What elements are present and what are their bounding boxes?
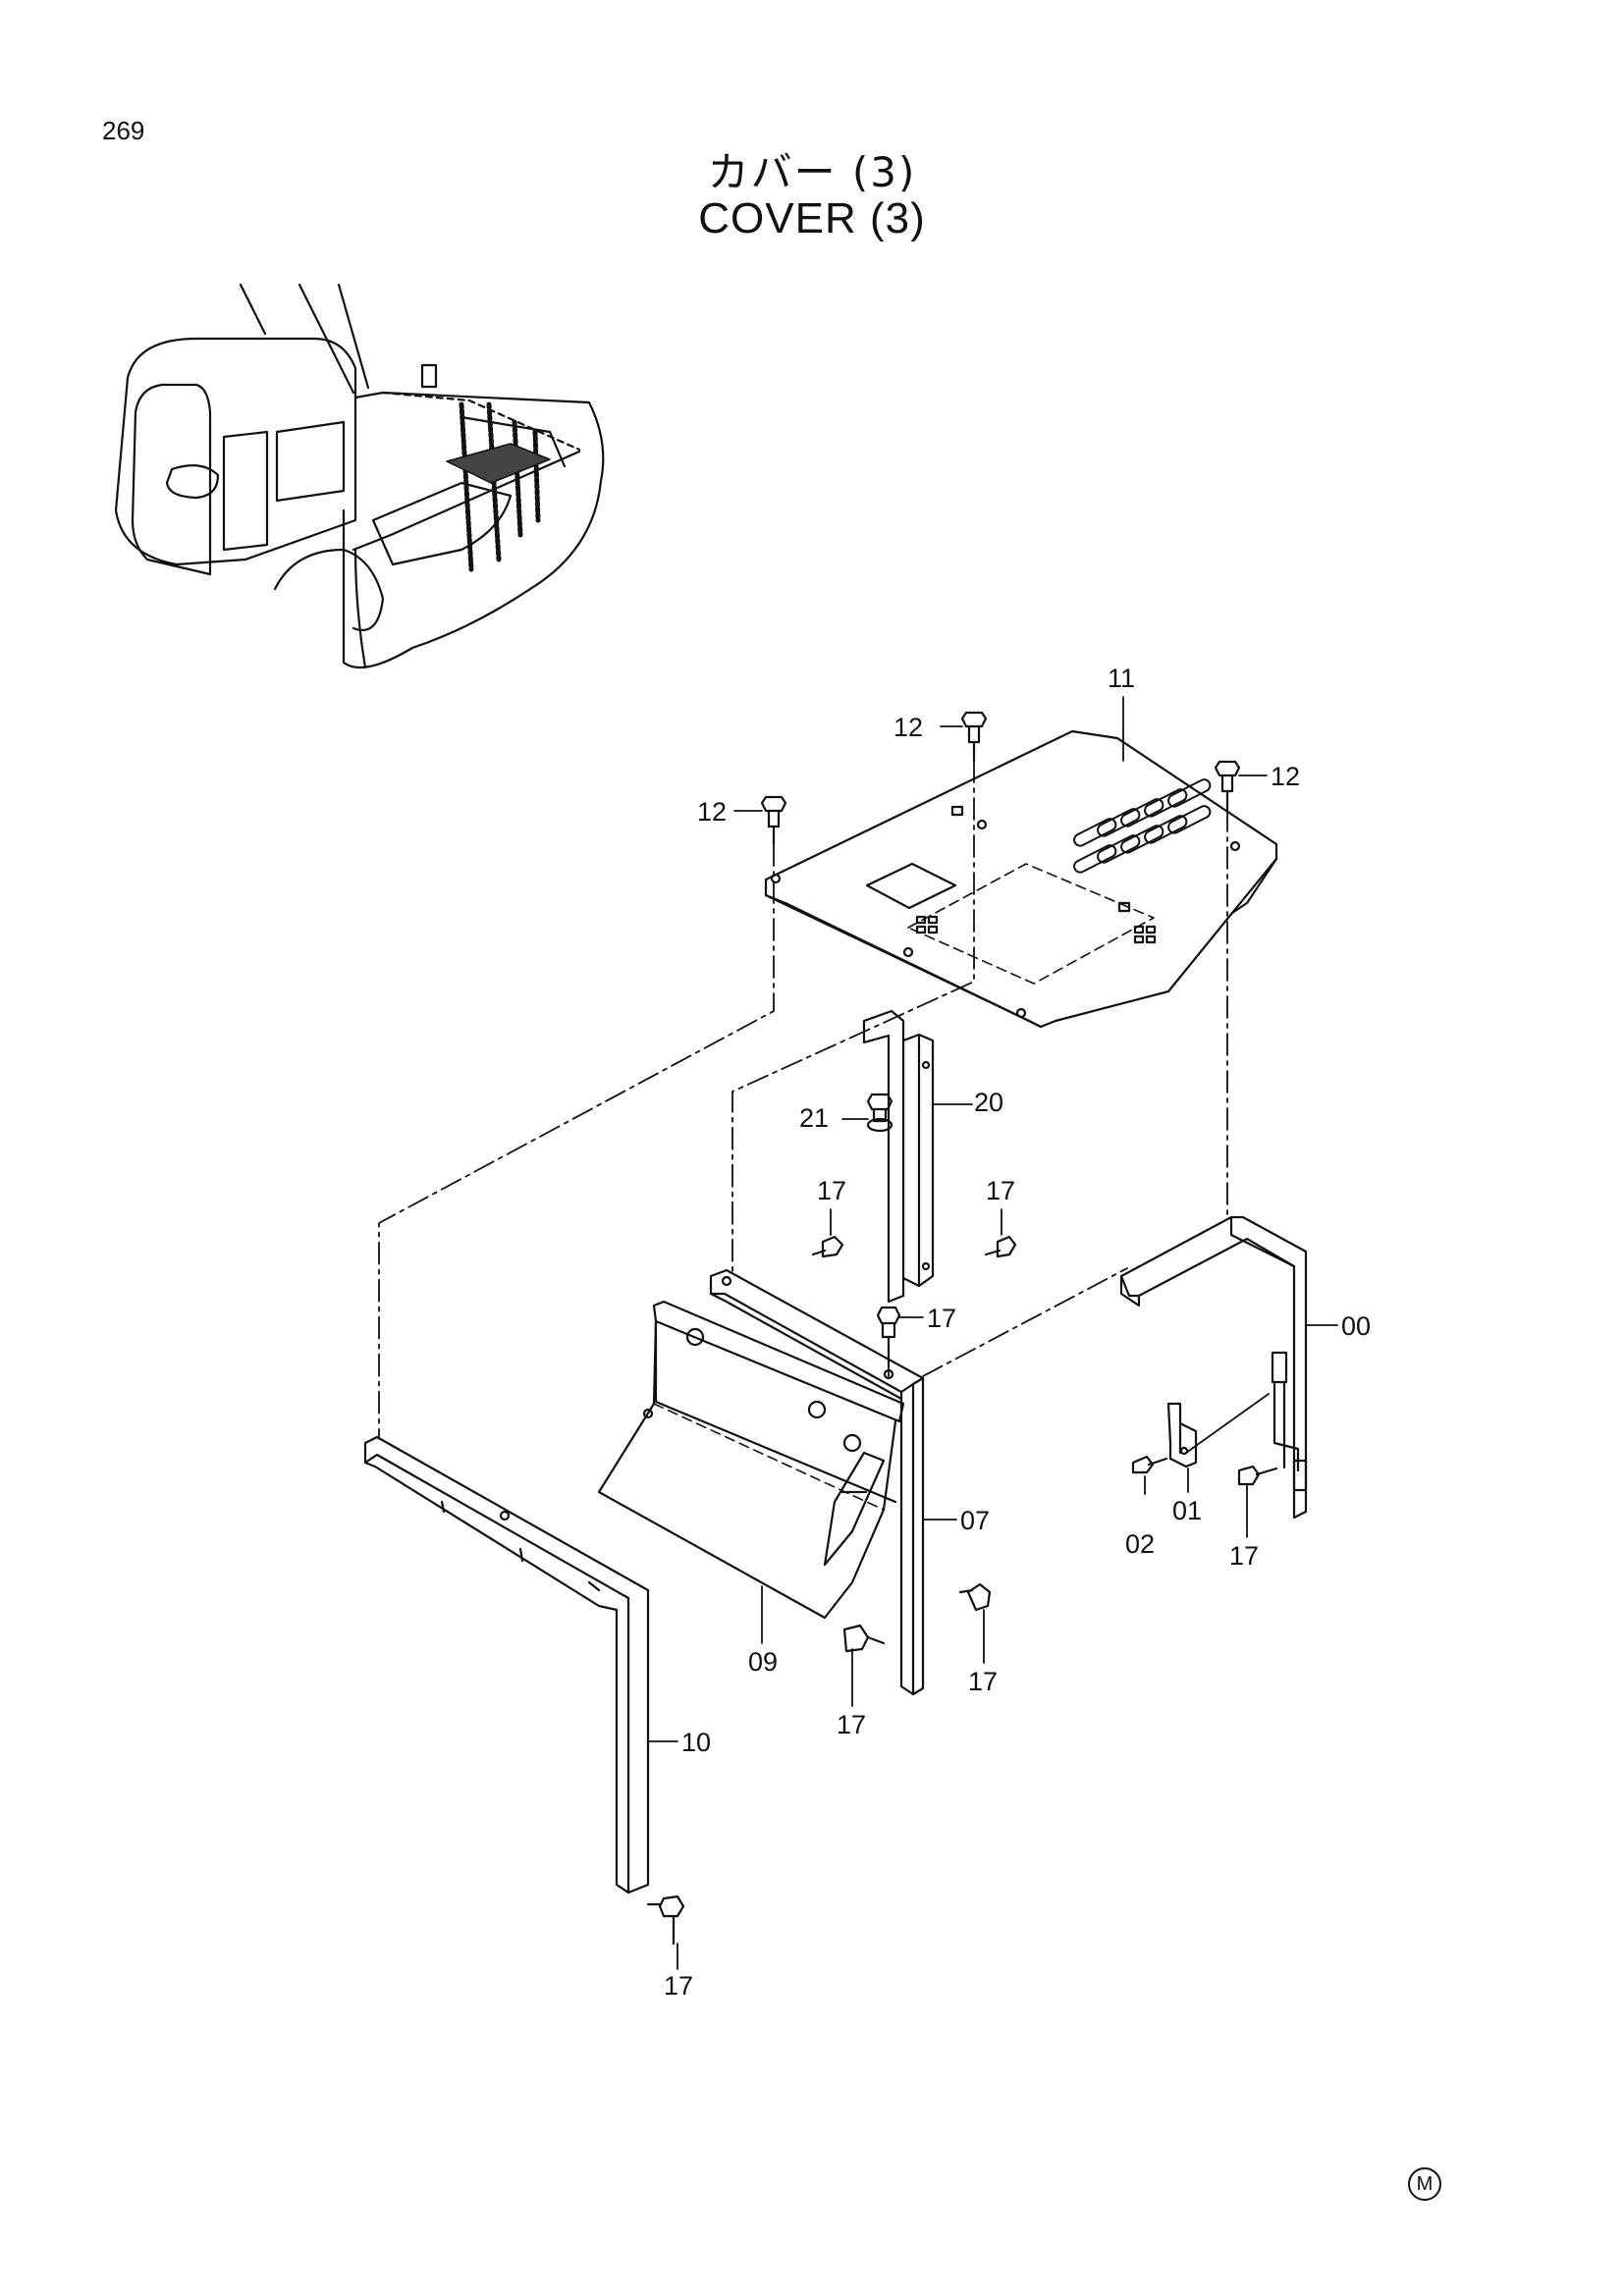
manufacturer-mark: M [1408, 2167, 1441, 2201]
leader-lines [647, 696, 1338, 1970]
part-11-top-cover [764, 729, 1278, 1029]
part-09-panel [597, 1300, 905, 1620]
callout-21: 21 [799, 1103, 829, 1133]
callout-00: 00 [1341, 1311, 1371, 1341]
callout-02: 02 [1125, 1529, 1155, 1559]
page-number: 269 [102, 116, 145, 145]
part-callouts: 11 12 12 12 20 21 17 17 17 00 01 02 17 0… [664, 664, 1371, 2001]
part-00-frame [1119, 1215, 1308, 1520]
callout-12: 12 [1271, 762, 1300, 791]
bolts-near-frame [1131, 1455, 1278, 1486]
callout-10: 10 [681, 1728, 711, 1757]
part-07-post [709, 1268, 925, 1696]
callout-11: 11 [1108, 664, 1135, 693]
callout-07: 07 [960, 1506, 990, 1535]
callout-17: 17 [664, 1971, 693, 2001]
excavator-locator-illustration [114, 283, 605, 669]
callout-09: 09 [748, 1647, 778, 1677]
callout-17: 17 [927, 1304, 956, 1333]
callout-17: 17 [986, 1176, 1015, 1205]
page-title-japanese: カバー (3) [707, 148, 917, 196]
callout-12: 12 [893, 713, 923, 742]
alignment-lines [378, 760, 1228, 1440]
callout-17: 17 [968, 1667, 998, 1696]
part-20-bracket [862, 1009, 935, 1304]
part-12-bolts [760, 711, 1241, 846]
callout-17: 17 [817, 1176, 846, 1205]
part-10-frame [363, 1435, 685, 1946]
page-title-english: COVER (3) [698, 194, 926, 242]
callout-12: 12 [697, 797, 727, 827]
callout-20: 20 [974, 1088, 1003, 1117]
part-17-bolts-middle [811, 1235, 1017, 1653]
callout-01: 01 [1172, 1496, 1202, 1525]
callout-17: 17 [1229, 1541, 1259, 1571]
callout-17: 17 [837, 1710, 866, 1739]
